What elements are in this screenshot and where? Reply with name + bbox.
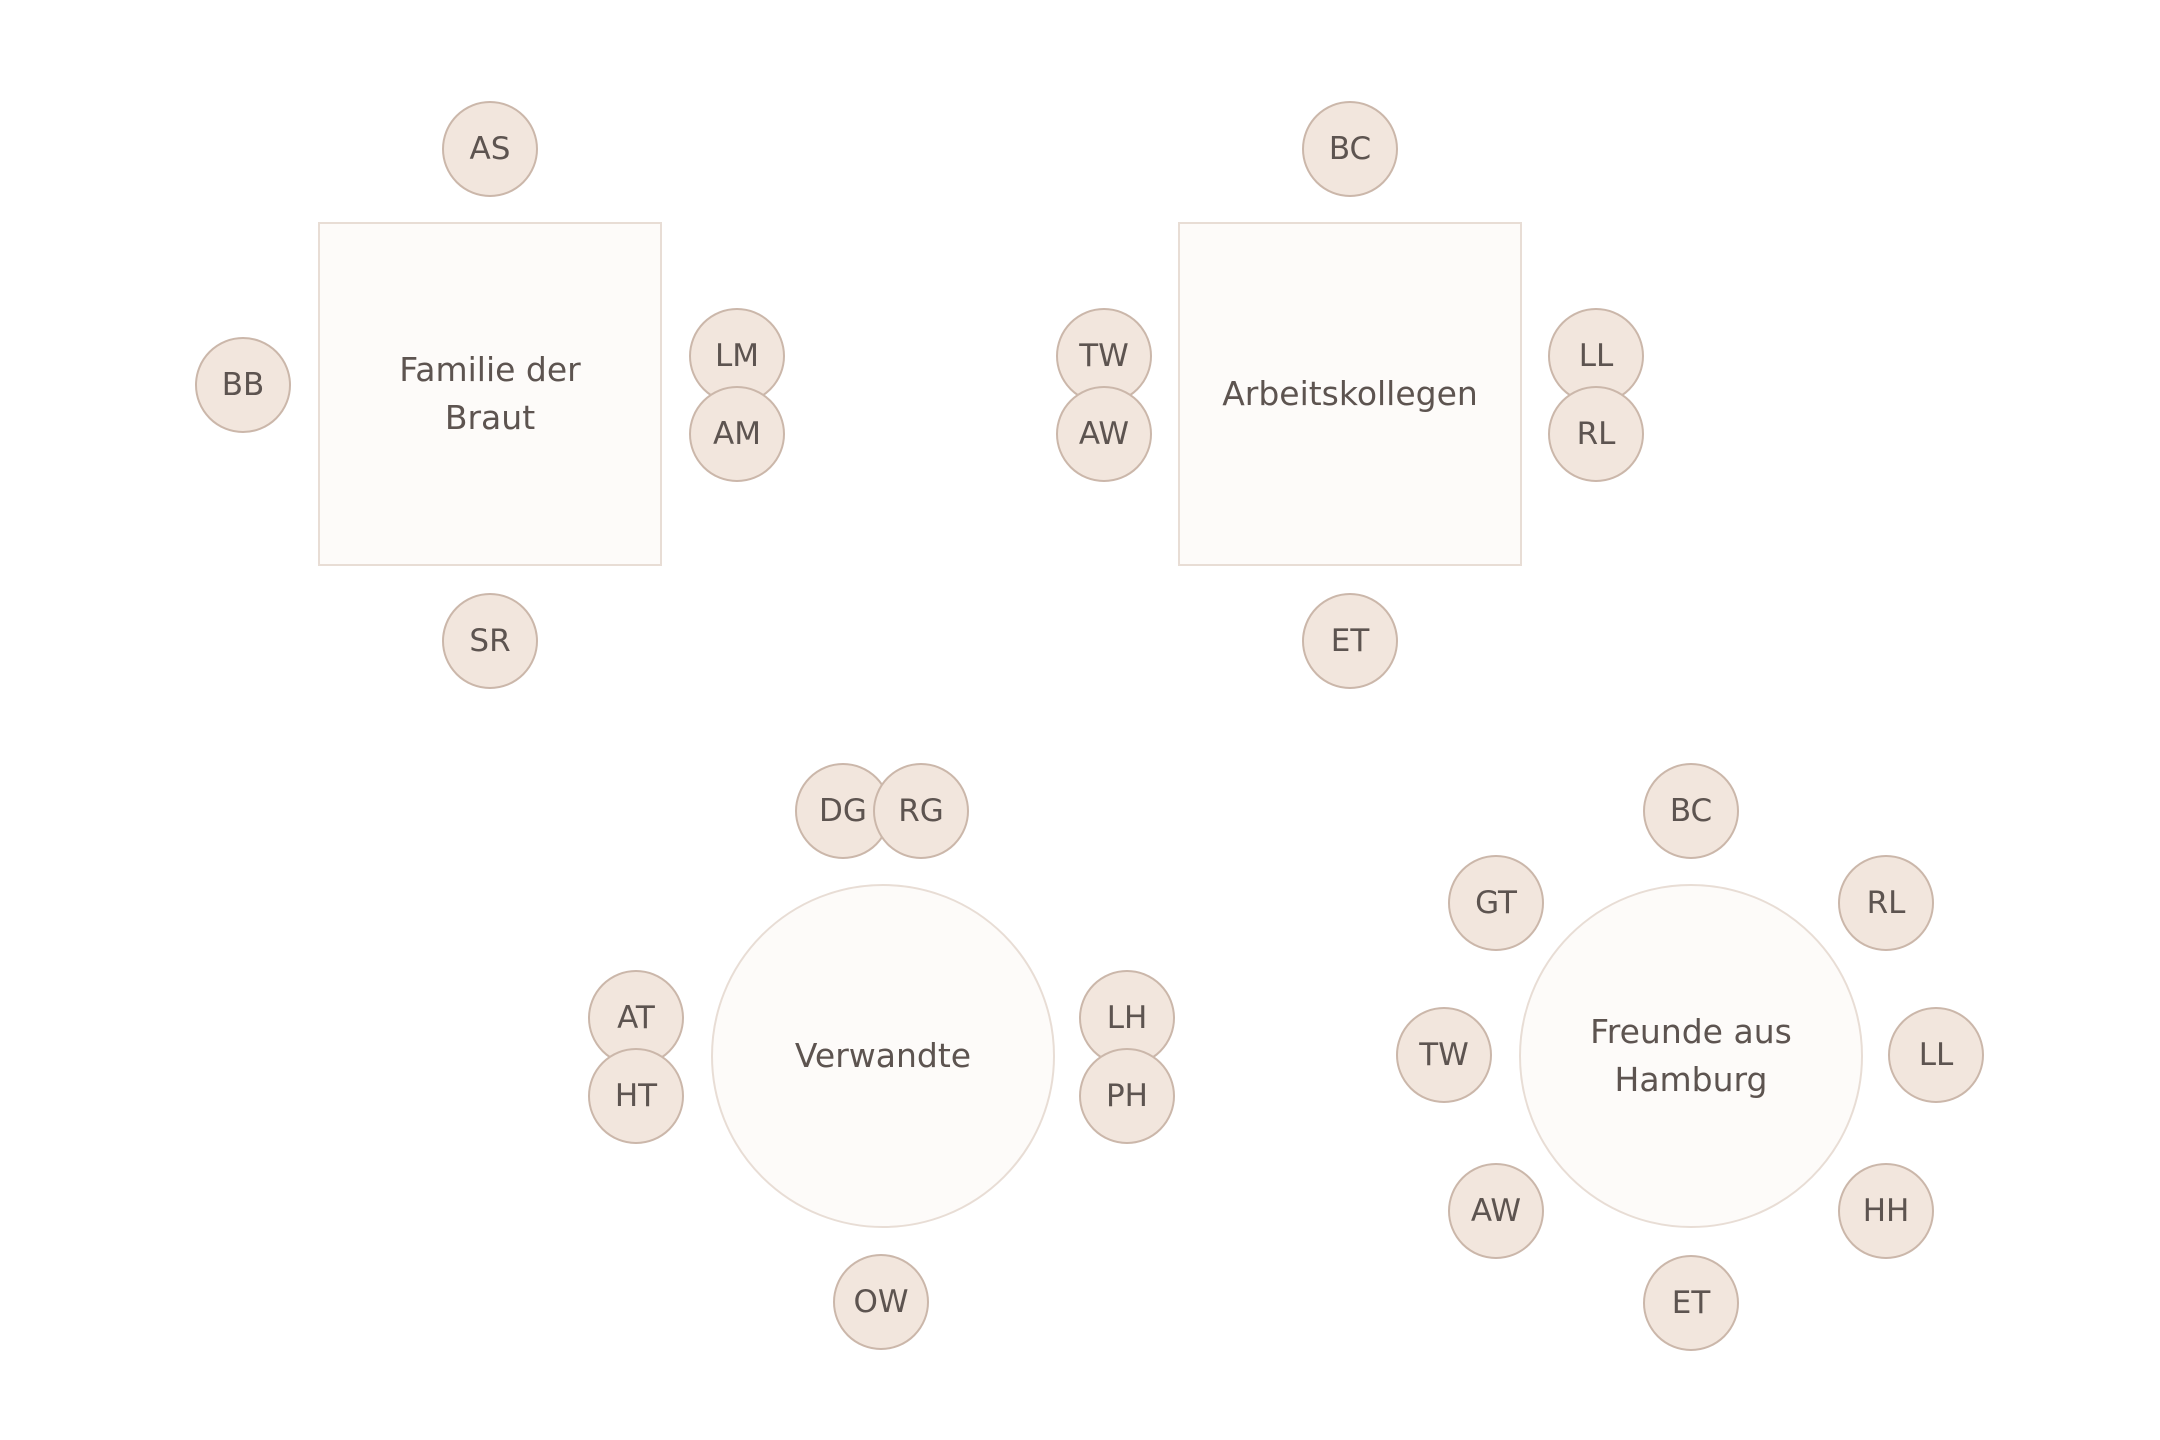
seat-guest[interactable]: AW bbox=[1056, 386, 1152, 482]
seat-guest[interactable]: AS bbox=[442, 101, 538, 197]
seat-guest[interactable]: SR bbox=[442, 593, 538, 689]
table-label: Arbeitskollegen bbox=[1222, 374, 1478, 414]
seat-guest[interactable]: ET bbox=[1643, 1255, 1739, 1351]
seat-guest[interactable]: AM bbox=[689, 386, 785, 482]
table-arbeitskollegen[interactable]: Arbeitskollegen bbox=[1178, 222, 1522, 566]
seat-guest[interactable]: OW bbox=[833, 1254, 929, 1350]
seat-guest[interactable]: LL bbox=[1888, 1007, 1984, 1103]
seat-guest[interactable]: PH bbox=[1079, 1048, 1175, 1144]
seat-guest[interactable]: ET bbox=[1302, 593, 1398, 689]
seat-guest[interactable]: AW bbox=[1448, 1163, 1544, 1259]
seat-guest[interactable]: BC bbox=[1302, 101, 1398, 197]
table-familie-der-braut[interactable]: Familie der Braut bbox=[318, 222, 662, 566]
seat-guest[interactable]: HT bbox=[588, 1048, 684, 1144]
seat-guest[interactable]: HH bbox=[1838, 1163, 1934, 1259]
table-label: Familie der Braut bbox=[399, 350, 581, 437]
seat-guest[interactable]: LH bbox=[1079, 970, 1175, 1066]
table-label: Freunde aus Hamburg bbox=[1590, 1012, 1792, 1099]
seat-guest[interactable]: GT bbox=[1448, 855, 1544, 951]
table-verwandte[interactable]: Verwandte bbox=[711, 884, 1055, 1228]
table-freunde-aus-hamburg[interactable]: Freunde aus Hamburg bbox=[1519, 884, 1863, 1228]
seat-guest[interactable]: RL bbox=[1838, 855, 1934, 951]
seat-guest[interactable]: BB bbox=[195, 337, 291, 433]
seat-guest[interactable]: RL bbox=[1548, 386, 1644, 482]
seat-guest[interactable]: RG bbox=[873, 763, 969, 859]
seat-guest[interactable]: TW bbox=[1396, 1007, 1492, 1103]
table-label: Verwandte bbox=[794, 1036, 972, 1076]
seat-guest[interactable]: BC bbox=[1643, 763, 1739, 859]
